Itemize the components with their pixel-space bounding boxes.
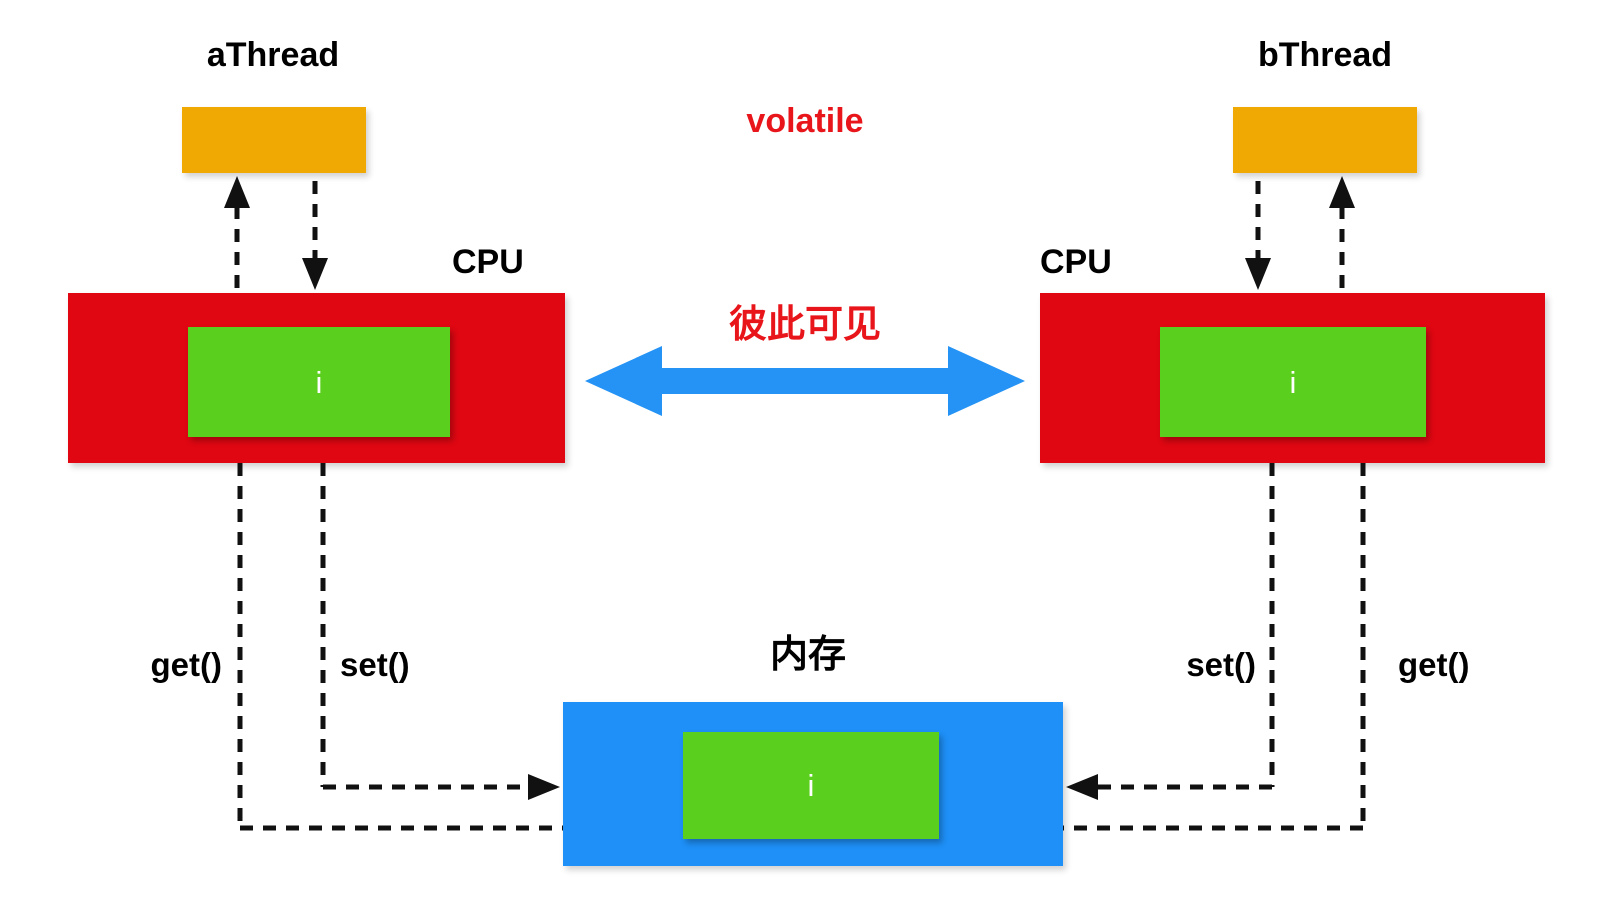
left-get-arrowhead-up-icon: [224, 176, 250, 208]
visibility-double-arrow: [585, 346, 1025, 416]
athread-box: [182, 107, 366, 173]
left-set-arrowhead-right-icon: [528, 774, 560, 800]
right-get-arrowhead-up-icon: [1329, 176, 1355, 208]
bthread-label: bThread: [1257, 36, 1393, 74]
left-get-label: get(): [150, 646, 222, 683]
right-set-arrowhead-left-icon: [1066, 774, 1098, 800]
cpu-right-box: i: [1040, 293, 1545, 463]
visibility-label: 彼此可见: [728, 304, 881, 346]
left-set-arrowhead-down-icon: [302, 258, 328, 290]
bthread-box: [1233, 107, 1417, 173]
athread-label: aThread: [206, 36, 340, 74]
cpu-left-cache-value: i: [315, 364, 323, 400]
right-get-label: get(): [1398, 646, 1470, 683]
memory-box: i: [563, 702, 1063, 866]
right-set-label: set(): [1186, 646, 1256, 683]
volatile-keyword-label: volatile: [746, 102, 864, 140]
cpu-left-cache-box: i: [188, 327, 450, 437]
memory-value-box: i: [683, 732, 939, 839]
cpu-right-cache-value: i: [1289, 364, 1297, 400]
cpu-left-label: CPU: [452, 243, 524, 281]
cpu-left-box: i: [68, 293, 565, 463]
right-set-arrowhead-down-icon: [1245, 258, 1271, 290]
cpu-right-label: CPU: [1040, 243, 1112, 281]
memory-value: i: [807, 768, 815, 803]
cpu-right-cache-box: i: [1160, 327, 1426, 437]
left-set-label: set(): [340, 646, 410, 683]
memory-label: 内存: [769, 634, 846, 676]
